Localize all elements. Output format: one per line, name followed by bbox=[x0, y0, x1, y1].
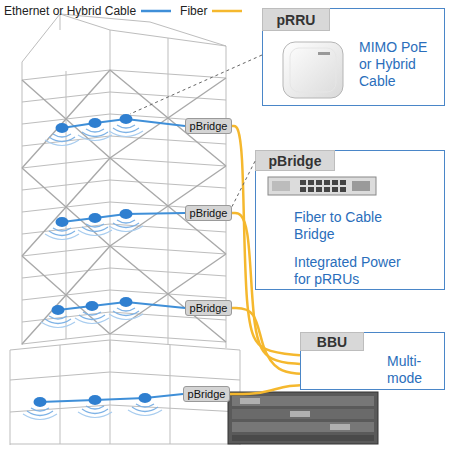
podium bbox=[10, 340, 240, 445]
fiber-link bbox=[232, 308, 300, 374]
prru-leader-line bbox=[130, 55, 262, 114]
legend-item: Ethernet or Hybrid Cable bbox=[4, 4, 172, 18]
legend-text: Ethernet or Hybrid Cable bbox=[4, 4, 136, 18]
fiber-link bbox=[232, 213, 300, 364]
callout-text: Integrated Power for pRRUs bbox=[294, 254, 419, 288]
callout-text: Fiber to Cable Bridge bbox=[294, 209, 419, 243]
callout-heading: pRRU bbox=[262, 8, 330, 31]
prru-dot bbox=[41, 305, 75, 328]
callout-heading: BBU bbox=[300, 332, 364, 351]
legend-text: Fiber bbox=[180, 4, 207, 18]
legend-swatch bbox=[211, 6, 243, 16]
prru-dot bbox=[78, 118, 112, 141]
bbu-device bbox=[228, 392, 378, 444]
callout-box: BBU Multi-mode bbox=[300, 332, 445, 390]
legend-swatch bbox=[140, 6, 172, 16]
prru-dot bbox=[45, 123, 79, 146]
ethernet-cables bbox=[40, 119, 185, 402]
callout-heading: pBridge bbox=[255, 150, 335, 171]
pbridge-box: pBridge bbox=[185, 205, 232, 221]
node-label: pBridge bbox=[190, 120, 228, 132]
prru-device bbox=[283, 42, 343, 98]
prru-dot bbox=[75, 301, 109, 324]
prru-dot bbox=[128, 393, 162, 416]
ethernet-cable bbox=[40, 394, 183, 402]
callout-text: Multi-mode bbox=[387, 353, 437, 387]
callout-leader bbox=[232, 161, 255, 206]
building-frame bbox=[10, 14, 240, 445]
prru-dot bbox=[109, 114, 143, 137]
legend-item: Fiber bbox=[180, 4, 243, 18]
prru-dot bbox=[23, 397, 57, 420]
prru-dot bbox=[109, 209, 143, 232]
legend: Ethernet or Hybrid Cable Fiber bbox=[4, 4, 243, 18]
pbridge-box: pBridge bbox=[183, 386, 230, 402]
pbridge-device bbox=[268, 177, 376, 195]
node-label: pBridge bbox=[190, 302, 228, 314]
callout-box: pBridgeFiber to Cable BridgeIntegrated P… bbox=[255, 150, 445, 290]
prru-dot bbox=[45, 217, 79, 240]
prru-dot bbox=[78, 395, 112, 418]
prru-dot bbox=[78, 213, 112, 236]
pbridge-box: pBridge bbox=[185, 118, 232, 134]
callout-text: MIMO PoE or Hybrid Cable bbox=[359, 39, 429, 90]
fiber-link bbox=[232, 126, 300, 355]
mullions bbox=[66, 38, 168, 345]
prru-dot bbox=[109, 297, 143, 320]
callout-box: pRRU MIMO PoE or Hybrid Cable bbox=[262, 8, 445, 106]
fiber-link bbox=[230, 385, 300, 394]
node-label: pBridge bbox=[188, 388, 226, 400]
tower-top bbox=[22, 14, 226, 62]
node-label: pBridge bbox=[190, 207, 228, 219]
prru-dots bbox=[23, 114, 162, 420]
pbridge-box: pBridge bbox=[185, 300, 232, 316]
